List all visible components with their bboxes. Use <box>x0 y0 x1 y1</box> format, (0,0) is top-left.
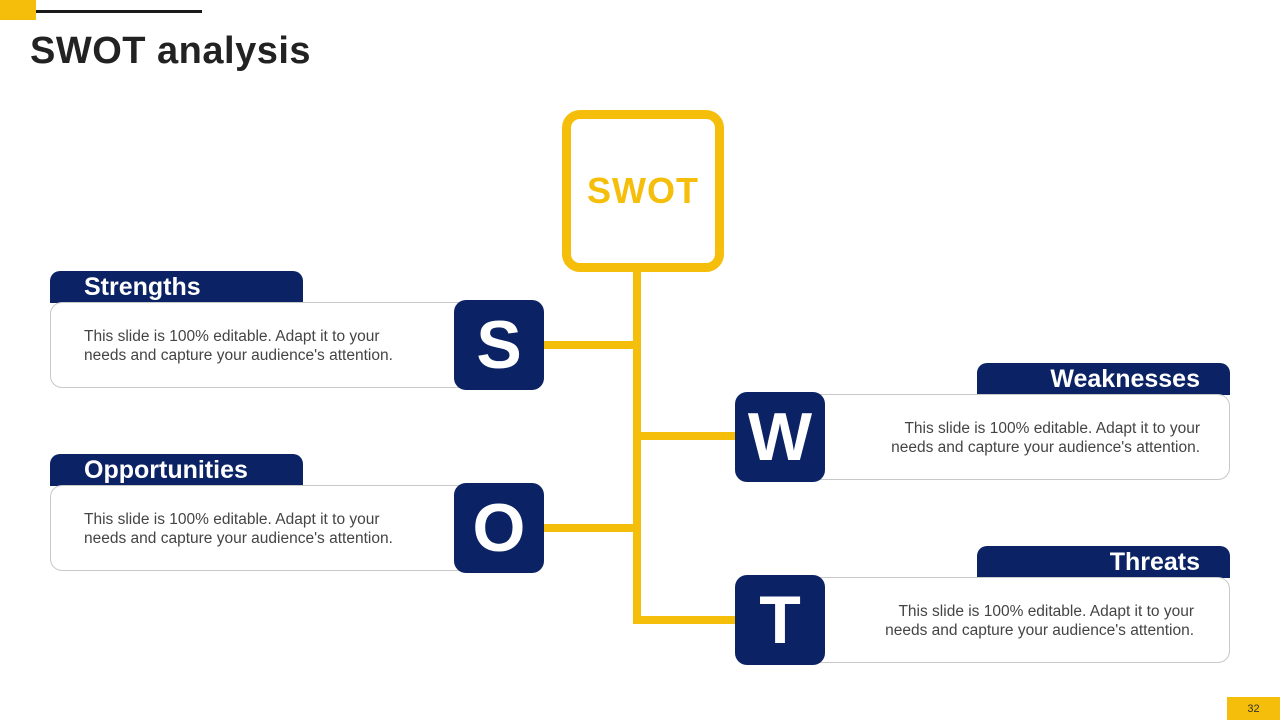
swot-center-box: SWOT <box>562 110 724 272</box>
opportunities-heading: Opportunities <box>50 454 303 486</box>
connector-strengths <box>540 341 641 349</box>
weaknesses-description: This slide is 100% editable. Adapt it to… <box>891 420 1200 456</box>
opportunities-description: This slide is 100% editable. Adapt it to… <box>84 511 393 547</box>
threats-heading: Threats <box>977 546 1230 578</box>
page-number: 32 <box>1227 697 1280 720</box>
opportunities-letter-tile: O <box>454 483 544 573</box>
threats-letter-tile: T <box>735 575 825 665</box>
swot-center-label: SWOT <box>587 170 699 211</box>
corner-accent <box>0 0 36 20</box>
threats-description: This slide is 100% editable. Adapt it to… <box>885 603 1194 639</box>
strengths-heading: Strengths <box>50 271 303 303</box>
weaknesses-letter-tile: W <box>735 392 825 482</box>
weaknesses-heading: Weaknesses <box>977 363 1230 395</box>
title-rule <box>36 10 202 13</box>
connector-threats <box>633 616 739 624</box>
connector-vertical <box>633 260 641 624</box>
connector-opportunities <box>540 524 641 532</box>
connector-weaknesses <box>633 432 739 440</box>
strengths-letter-tile: S <box>454 300 544 390</box>
strengths-description: This slide is 100% editable. Adapt it to… <box>84 328 393 364</box>
page-title: SWOT analysis <box>30 30 312 72</box>
